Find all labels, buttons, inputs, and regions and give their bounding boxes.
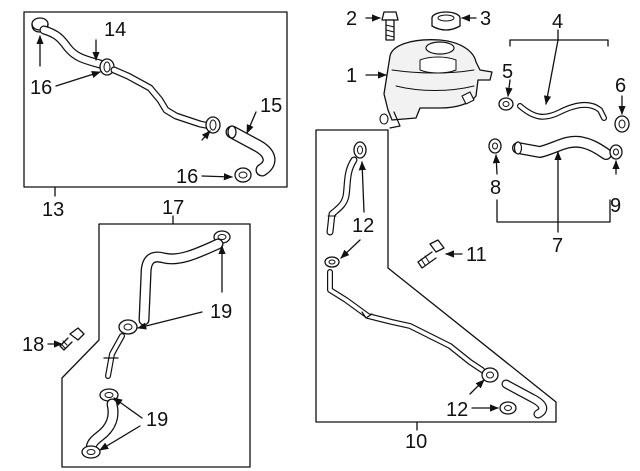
filler-cap-3 <box>431 11 477 31</box>
callout-16-upper: 16 <box>30 77 52 99</box>
callout-13: 13 <box>42 199 64 221</box>
hose-10-lower <box>501 379 548 419</box>
hose-10-upper <box>326 156 358 236</box>
callout-7: 7 <box>552 235 563 257</box>
hose-clamp-8 <box>488 138 502 175</box>
group-10-parts <box>324 141 548 419</box>
callout-8: 8 <box>490 177 501 199</box>
hose-clamp-5 <box>498 79 514 111</box>
callout-10: 10 <box>405 431 427 453</box>
group-4-bracket <box>509 29 609 105</box>
bolt-2 <box>365 11 399 41</box>
callout-6: 6 <box>615 75 626 97</box>
callout-12-upper: 12 <box>352 215 374 237</box>
callout-labels: 1 2 3 4 5 6 7 8 9 10 11 12 12 13 14 15 1… <box>22 8 626 453</box>
hose-7 <box>512 135 612 160</box>
callout-19-lower: 19 <box>146 409 168 431</box>
group-17-leaders <box>47 245 226 451</box>
tee-connector <box>103 333 125 379</box>
callout-12-lower: 12 <box>446 399 468 421</box>
hose-17-lower <box>85 398 119 456</box>
callout-11: 11 <box>466 244 487 266</box>
callout-4: 4 <box>552 11 563 33</box>
callout-14: 14 <box>104 19 126 41</box>
callout-9: 9 <box>610 195 621 217</box>
callout-1: 1 <box>346 65 357 87</box>
callout-15: 15 <box>260 95 282 117</box>
group-10-leaders <box>340 161 499 412</box>
callout-2: 2 <box>346 8 357 30</box>
callout-19-upper: 19 <box>210 301 232 323</box>
group-17-frame <box>61 215 251 468</box>
callout-3: 3 <box>480 8 491 30</box>
hose-clamp-12-mid <box>324 256 340 268</box>
group-17-parts <box>59 230 231 459</box>
coolant-pipe-13 <box>110 66 214 130</box>
hose-clamp-16-lower <box>205 116 221 134</box>
group-13-parts <box>31 17 276 183</box>
group-13-frame <box>23 11 288 188</box>
hose-clamp-12-lower <box>481 367 499 383</box>
callout-16-lower: 16 <box>176 166 198 188</box>
hose-15 <box>225 125 276 177</box>
hose-clamp-9 <box>609 144 623 175</box>
hose-clamp-6 <box>614 95 630 133</box>
coolant-reservoir-1 <box>365 39 493 129</box>
hose-17-upper <box>138 238 224 326</box>
bolt-18 <box>59 327 85 351</box>
group-7-bracket <box>496 151 611 233</box>
bolt-11 <box>417 239 463 269</box>
hose-clamp-12-bottom <box>499 401 517 415</box>
group-10-frame <box>315 129 557 431</box>
group-13-leaders <box>36 35 257 197</box>
callout-18: 18 <box>22 334 44 356</box>
hose-clamp-19-mid <box>118 319 138 335</box>
hose-14 <box>39 25 105 69</box>
callout-5: 5 <box>502 61 513 83</box>
hose-clamp-19-bottom <box>81 445 101 459</box>
callout-17: 17 <box>162 197 184 219</box>
hose-clamp-16-bottom <box>234 167 252 183</box>
hose-clamp-12-top <box>353 141 367 159</box>
hose-clamp-16-mid <box>99 58 115 76</box>
coolant-pipe-10 <box>327 269 485 373</box>
hose-4 <box>517 102 607 121</box>
